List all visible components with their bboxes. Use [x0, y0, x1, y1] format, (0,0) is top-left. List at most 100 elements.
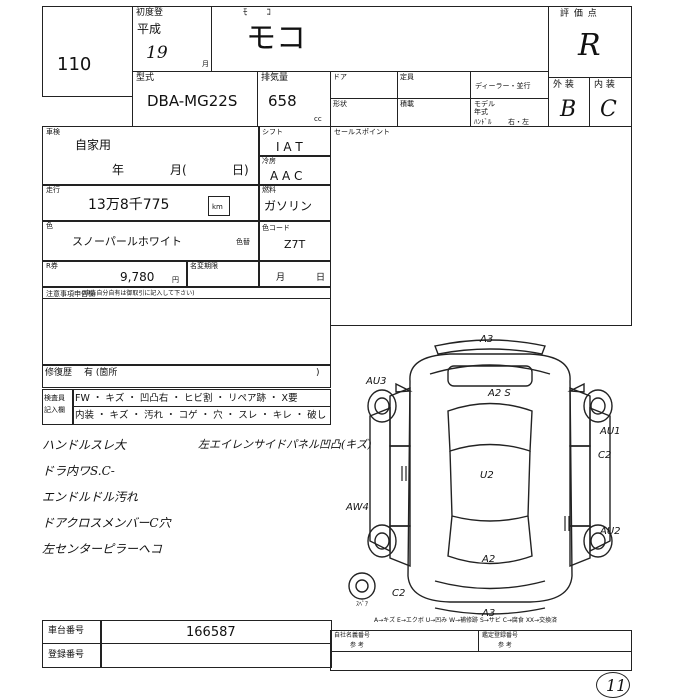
- first-registration-label: 初度登: [136, 8, 164, 18]
- remark-right: 左エイレンサイドパネル凹凸(キズ): [198, 438, 372, 451]
- shift-value: I A T: [276, 140, 303, 154]
- caution-sub: (申告自分自有は御取引に記入して下さい): [82, 290, 195, 297]
- registration-year: 19: [146, 43, 168, 63]
- color-label: 色: [46, 222, 53, 230]
- divider: [42, 298, 331, 299]
- repair-history-label: 修復歴: [45, 368, 73, 378]
- remark-line: ドアクロスメンバーC穴: [42, 516, 171, 530]
- mileage-unit: km: [212, 203, 223, 211]
- remark-line: 左センターピラーへコ: [42, 542, 163, 556]
- remark-line: エンドルドル汚れ: [42, 490, 139, 504]
- divider: [42, 220, 331, 222]
- inspector-label-top: 検査員: [44, 394, 65, 402]
- inspector-label-bottom: 記入欄: [44, 406, 65, 414]
- damage-label: A2: [481, 554, 495, 565]
- mileage-value: 13万8千775: [88, 197, 170, 213]
- interior-label: 内 装: [594, 80, 615, 90]
- footer-grid: [330, 651, 632, 671]
- chassis-label: 車台番号: [48, 626, 85, 636]
- model-code-label: 型式: [136, 73, 155, 83]
- year-unit: 月: [202, 60, 209, 68]
- mileage-label: 走行: [46, 186, 60, 194]
- remark-line: ドラ内ワS.C-: [42, 464, 115, 478]
- remark-line: ハンドルスレ大: [42, 438, 127, 452]
- inspection-value: 自家用: [75, 138, 112, 152]
- ac-value: A A C: [270, 169, 303, 183]
- color-code: Z7T: [284, 238, 306, 251]
- registration-box: [42, 643, 332, 668]
- divider: [72, 389, 74, 425]
- damage-label: C2: [392, 588, 405, 599]
- displacement-unit: cc: [314, 115, 322, 123]
- transfer-reference: 参 考: [350, 642, 364, 649]
- inspection-date-year: 年: [112, 163, 125, 177]
- sheet-number-circle: [596, 672, 630, 698]
- chassis-number: 166587: [186, 625, 236, 640]
- model-name: モコ: [246, 21, 306, 56]
- capacity-label: 定員: [400, 73, 414, 81]
- inspection-date-day: 日): [232, 163, 249, 177]
- assessment-label: 鑑定登録番号: [482, 632, 519, 639]
- color-change-label: 色替: [236, 238, 250, 246]
- exterior-label: 外 装: [553, 80, 574, 90]
- inspector-row-interior: 内装 ・ キズ ・ 汚れ ・ コゲ ・ 穴 ・ スレ ・ キレ ・ 破し: [75, 410, 327, 421]
- displacement-value: 658: [268, 92, 297, 110]
- model-code: DBA-MG22S: [147, 92, 238, 110]
- model-name-reading: ﾓ ｺ: [243, 8, 279, 18]
- divider: [42, 286, 331, 288]
- damage-label: AU3: [365, 376, 387, 387]
- selling-point-label: セールスポイント: [334, 128, 390, 136]
- damage-legend: A→キズ E→エクボ U→凹み W→補修跡 S→サビ C→腐食 XX→交換済: [374, 617, 558, 624]
- inspection-label: 車検: [46, 128, 60, 136]
- damage-label: AU2: [599, 526, 621, 537]
- exterior-grade: B: [560, 97, 577, 122]
- repair-history-value: 有 (箇所: [84, 368, 118, 378]
- load-label: 積載: [400, 100, 414, 108]
- color-value: スノーパールホワイト: [72, 235, 182, 248]
- damage-label: A3: [479, 334, 493, 345]
- selling-point-box: [330, 126, 632, 326]
- divider: [478, 630, 479, 652]
- door-label: ドア: [333, 73, 347, 81]
- inspector-row-exterior: FW ・ キズ ・ 凹凸右 ・ ヒビ割 ・ リペア跡 ・ X要: [75, 393, 298, 404]
- remarks-list: ハンドルスレ大 ドラ内ワS.C- エンドルドル汚れ ドアクロスメンバーC穴 左セ…: [42, 432, 212, 562]
- repair-history-close: ): [316, 368, 320, 378]
- lot-number-box: [42, 6, 133, 97]
- divider: [100, 620, 102, 668]
- mileage-unit-box: [208, 196, 230, 216]
- lot-number: 110: [57, 54, 92, 75]
- divider: [258, 126, 260, 286]
- color-code-label: 色コード: [262, 224, 290, 232]
- divider: [186, 260, 188, 286]
- divider: [42, 184, 331, 186]
- model-year-label: モデル年式: [474, 100, 495, 116]
- recycle-label: R券: [46, 262, 58, 270]
- divider: [258, 155, 331, 157]
- evaluation-label: 評 価 点: [560, 9, 598, 19]
- spare-tire-label: ｽﾍﾟｱ: [356, 601, 368, 608]
- damage-label: A3: [481, 608, 495, 619]
- displacement-label: 排気量: [261, 73, 289, 83]
- divider: [42, 364, 331, 366]
- damage-label: C2: [598, 450, 611, 461]
- handle-value: 右・左: [508, 118, 529, 126]
- damage-label: AW4: [345, 502, 369, 513]
- transfer-label: 自社名義番号: [334, 632, 371, 639]
- registration-label: 登録番号: [48, 650, 85, 660]
- inspection-date-month: 月(: [170, 163, 187, 177]
- damage-label: AU1: [599, 426, 621, 437]
- name-change-label: 名変期限: [190, 262, 218, 270]
- era-text: 平成: [137, 22, 162, 36]
- assessment-reference: 参 考: [498, 642, 512, 649]
- handle-label: ﾊﾝﾄﾞﾙ: [474, 118, 492, 126]
- shift-label: シフト: [262, 128, 283, 136]
- recycle-value: 9,780: [120, 270, 155, 284]
- dealer-label: ディーラー・並行: [475, 82, 531, 90]
- damage-label: A2 S: [487, 388, 511, 399]
- inspector-box: [42, 389, 331, 425]
- car-damage-diagram: A3 AU3 A2 S AU1 C2 U2 AW4 AU2 A2 C2 A3 ｽ…: [345, 334, 621, 619]
- name-change-day: 日: [316, 273, 326, 283]
- ac-label: 冷房: [262, 157, 276, 165]
- fuel-label: 燃料: [262, 186, 276, 194]
- damage-label: U2: [480, 470, 494, 481]
